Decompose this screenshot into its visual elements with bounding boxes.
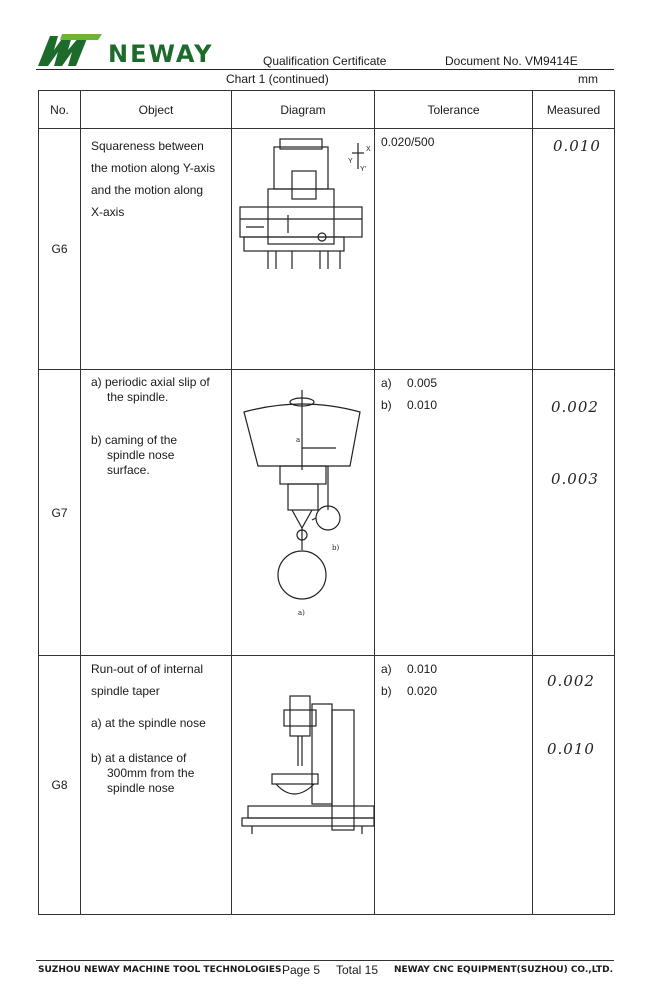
tolerance-label: b) [381,684,392,698]
object-item-continuation: spindle nose surface. [107,448,175,477]
footer-company-right: NEWAY CNC EQUIPMENT(SUZHOU) CO.,LTD. [394,965,613,975]
diagram-label-b: b) [332,544,339,552]
measured-value: 0.002 [551,398,599,416]
column-header-no: No. [38,90,81,129]
certificate-title: Qualification Certificate [263,54,387,68]
document-number: Document No. VM9414E [445,54,578,68]
tolerance-label: b) [381,398,392,412]
measured-value: 0.003 [551,470,599,488]
column-header-object: Object [80,90,232,129]
object-cell: a) periodic axial slip of the spindle. b… [80,369,232,656]
tolerance-item: b) 0.020 [381,680,526,702]
axis-label-x: X [366,146,371,153]
object-item-label: a) periodic axial slip of [91,375,210,389]
table-row-g8: G8 Run-out of of internal spindle taper … [38,655,615,915]
brand-name: NEWAY [108,40,214,68]
tolerance-item: a) 0.010 [381,658,526,680]
table-row-g6: G6 Squareness between the motion along Y… [38,128,615,370]
diagram-cell: X Y Y' [231,128,375,370]
table-row-g7: G7 a) periodic axial slip of the spindle… [38,369,615,656]
inspection-table: No. Object Diagram Tolerance Measured G6… [38,90,615,915]
row-number: G6 [38,128,81,370]
runout-diagram [241,695,375,834]
measured-cell: 0.010 [532,128,615,370]
object-cell: Squareness between the motion along Y-ax… [80,128,232,370]
object-item: a) at the spindle nose [91,716,227,731]
diagram-cell [231,655,375,915]
tolerance-cell: 0.020/500 [374,128,533,370]
axis-label-y: Y [348,158,353,165]
object-line: the motion along Y-axis [91,161,216,175]
object-line: spindle taper [91,684,160,698]
table-header-row: No. Object Diagram Tolerance Measured [38,90,615,129]
object-line: Squareness between [91,139,204,153]
column-header-tolerance: Tolerance [374,90,533,129]
unit-label: mm [578,72,598,86]
neway-w-logo-icon [38,34,102,66]
tolerance-value: 0.020 [407,684,438,698]
object-item-label: b) at a distance of [91,751,187,765]
axial-slip-diagram: a b) a) [243,390,361,617]
object-line: X-axis [91,205,125,219]
object-item: b) at a distance of 300mm from the spind… [91,751,227,796]
footer-rule [36,960,614,961]
tolerance-item: b) 0.010 [381,394,526,416]
page-total: Total 15 [336,963,379,977]
row-number: G8 [38,655,81,915]
object-item-continuation: 300mm from the spindle nose [107,766,195,795]
tolerance-value: 0.010 [407,398,438,412]
column-header-diagram: Diagram [231,90,375,129]
row-number: G7 [38,369,81,656]
object-item-label: b) caming of the [91,433,178,447]
measured-value: 0.002 [547,672,595,690]
footer-company-left: SUZHOU NEWAY MACHINE TOOL TECHNOLOGIES [38,965,282,975]
measured-cell: 0.002 0.003 [532,369,615,656]
tolerance-value: 0.020/500 [381,135,435,149]
object-item-continuation: the spindle. [107,390,169,404]
measured-cell: 0.002 0.010 [532,655,615,915]
axis-label-y-prime: Y' [360,166,366,173]
tolerance-label: a) [381,376,392,390]
tolerance-cell: a) 0.005 b) 0.010 [374,369,533,656]
squareness-diagram: X Y Y' [239,138,371,269]
diagram-label-a: a) [298,609,305,617]
tolerance-value: 0.005 [407,376,438,390]
measured-value: 0.010 [547,740,595,758]
object-line: and the motion along [91,183,204,197]
tolerance-label: a) [381,662,392,676]
header-rule [36,69,614,70]
object-line: Run-out of of internal [91,662,204,676]
tolerance-item: a) 0.005 [381,372,526,394]
chart-caption: Chart 1 (continued) [226,72,329,86]
page-number: Page 5 [282,963,321,977]
object-cell: Run-out of of internal spindle taper a) … [80,655,232,915]
object-item: b) caming of the spindle nose surface. [91,433,227,478]
object-item: a) periodic axial slip of the spindle. [91,375,227,405]
object-item-label: a) at the spindle nose [91,716,206,730]
measured-value: 0.010 [553,137,601,155]
tolerance-value: 0.010 [407,662,438,676]
column-header-measured: Measured [532,90,615,129]
diagram-cell: a b) a) [231,369,375,656]
tolerance-cell: a) 0.010 b) 0.020 [374,655,533,915]
diagram-label-a-top: a [296,436,300,444]
